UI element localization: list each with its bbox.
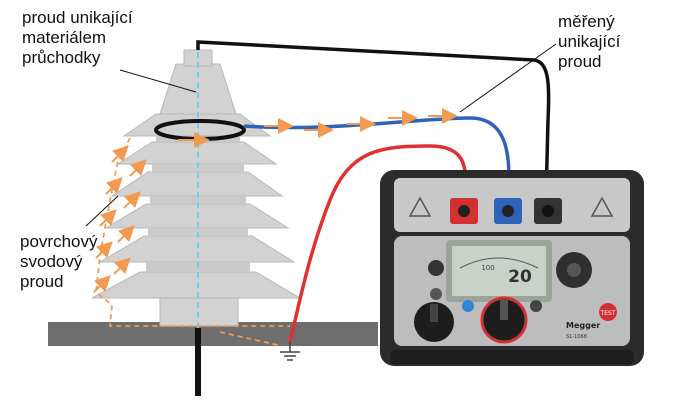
svg-text:TEST: TEST: [600, 310, 616, 317]
label-measured-leakage: měřený unikající proud: [558, 12, 621, 71]
brand-label: Megger: [566, 321, 600, 330]
test-button[interactable]: [599, 303, 617, 321]
function-button[interactable]: [430, 288, 442, 300]
insulator-bushing: [91, 49, 302, 327]
pointer-bushing: [119, 69, 197, 93]
aux-button[interactable]: [530, 300, 542, 312]
conductor-bottom: [195, 328, 201, 396]
blue-button[interactable]: [462, 300, 474, 312]
surface-leakage-path: [95, 137, 290, 327]
cable-red: [288, 144, 468, 343]
display-small: 100: [481, 264, 494, 272]
display-reading: 20: [508, 267, 532, 287]
pointer-measured: [459, 43, 557, 113]
ground-leakage-dash: [219, 331, 283, 347]
measured-current-arrows: [264, 108, 458, 138]
warning-icon: [408, 196, 432, 217]
lcd-display: [452, 246, 546, 296]
pointer-surface: [85, 195, 119, 227]
ground-symbol-icon: [280, 342, 300, 361]
model-label: S1-1068: [566, 334, 587, 340]
label-bushing-leakage: proud unikající materiálem průchodky: [22, 8, 133, 67]
surface-leakage-arrows: [93, 145, 147, 293]
power-button[interactable]: [428, 260, 444, 276]
warning-icon: [590, 196, 614, 217]
label-surface-leakage: povrchový svodový proud: [20, 232, 98, 291]
insulation-tester: TEST 20 100 Megger S1-1068: [380, 170, 644, 366]
